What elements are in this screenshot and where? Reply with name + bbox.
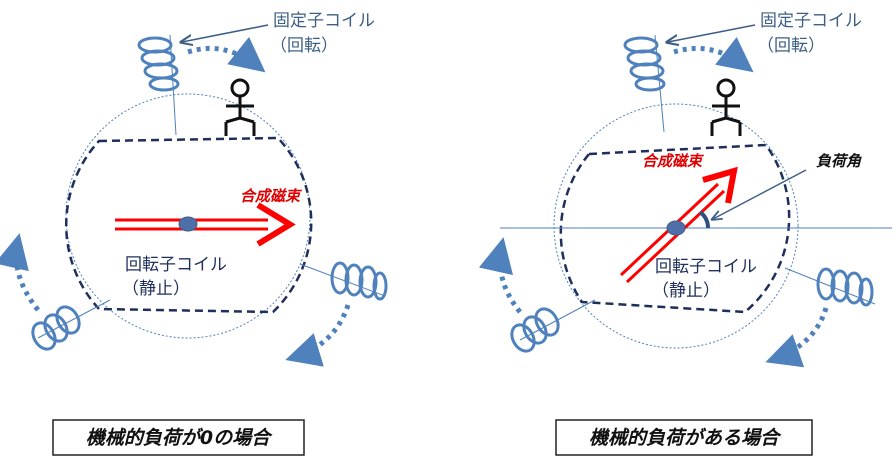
rotation-arrow-left [0, 233, 40, 312]
stator-coil-icon-top [137, 36, 180, 92]
caption-box [555, 419, 813, 456]
coil-axis-line-left [37, 299, 111, 339]
rotation-arrow-right [765, 307, 829, 368]
stator-coil-label-sub: （回転） [270, 36, 338, 56]
stator-coil-icon-top [623, 36, 666, 92]
label-pointer-arrow [668, 24, 756, 42]
load-angle-label: 負荷角 [816, 152, 862, 170]
stator-coil-label-sub: （回転） [757, 36, 825, 56]
rotor-coil-label: 回転子コイル [655, 257, 757, 277]
stator-coil-icon-right [816, 267, 874, 307]
rotor-outline [559, 143, 791, 314]
stator-coil-icon-right [330, 261, 388, 301]
rotor-outline [64, 136, 313, 314]
rotation-arrow-right [285, 304, 351, 367]
caption: 機械的負荷が0の場合 [86, 427, 273, 449]
person-figure [224, 78, 256, 136]
stator-coil-label: 固定子コイル [273, 11, 375, 31]
caption: 機械的負荷がある場合 [589, 427, 782, 449]
load-angle-arc [698, 210, 710, 229]
load-angle-pointer-arrow [713, 169, 807, 219]
person-figure [710, 78, 742, 136]
coil-axis-line-right [299, 263, 386, 297]
rotor-coil-label: 回転子コイル [125, 255, 227, 275]
stator-coil-label: 固定子コイル [760, 11, 862, 31]
rotor-center-dot [666, 220, 686, 236]
rotor-coil-label-sub: （静止） [652, 281, 720, 301]
stator-coil-icon-left [510, 307, 560, 353]
rotation-arrow-top [187, 36, 266, 73]
coil-axis-line-top [654, 34, 665, 133]
coil-axis-line-top [169, 34, 177, 136]
rotation-arrow-top [673, 37, 754, 73]
rotation-arrow-left [478, 237, 522, 314]
label-pointer-arrow [182, 24, 269, 42]
field-circle [553, 103, 799, 349]
stator-coil-icon-left [31, 305, 81, 351]
rotor-center-dot [178, 216, 198, 232]
left-panel: 固定子コイル （回転） 合成磁束 回転子コイル （静止） 機械的負荷が0の場合 [0, 11, 388, 456]
rotor-coil-label-sub: （静止） [122, 279, 190, 299]
caption-box [52, 419, 305, 456]
resultant-flux-label: 合成磁束 [240, 187, 303, 205]
right-panel: 固定子コイル （回転） 合成磁束 負荷角 回転子コイル （静止） 機械的負荷があ… [478, 11, 892, 456]
resultant-flux-arrow [115, 202, 296, 247]
resultant-flux-label: 合成磁束 [642, 152, 705, 170]
